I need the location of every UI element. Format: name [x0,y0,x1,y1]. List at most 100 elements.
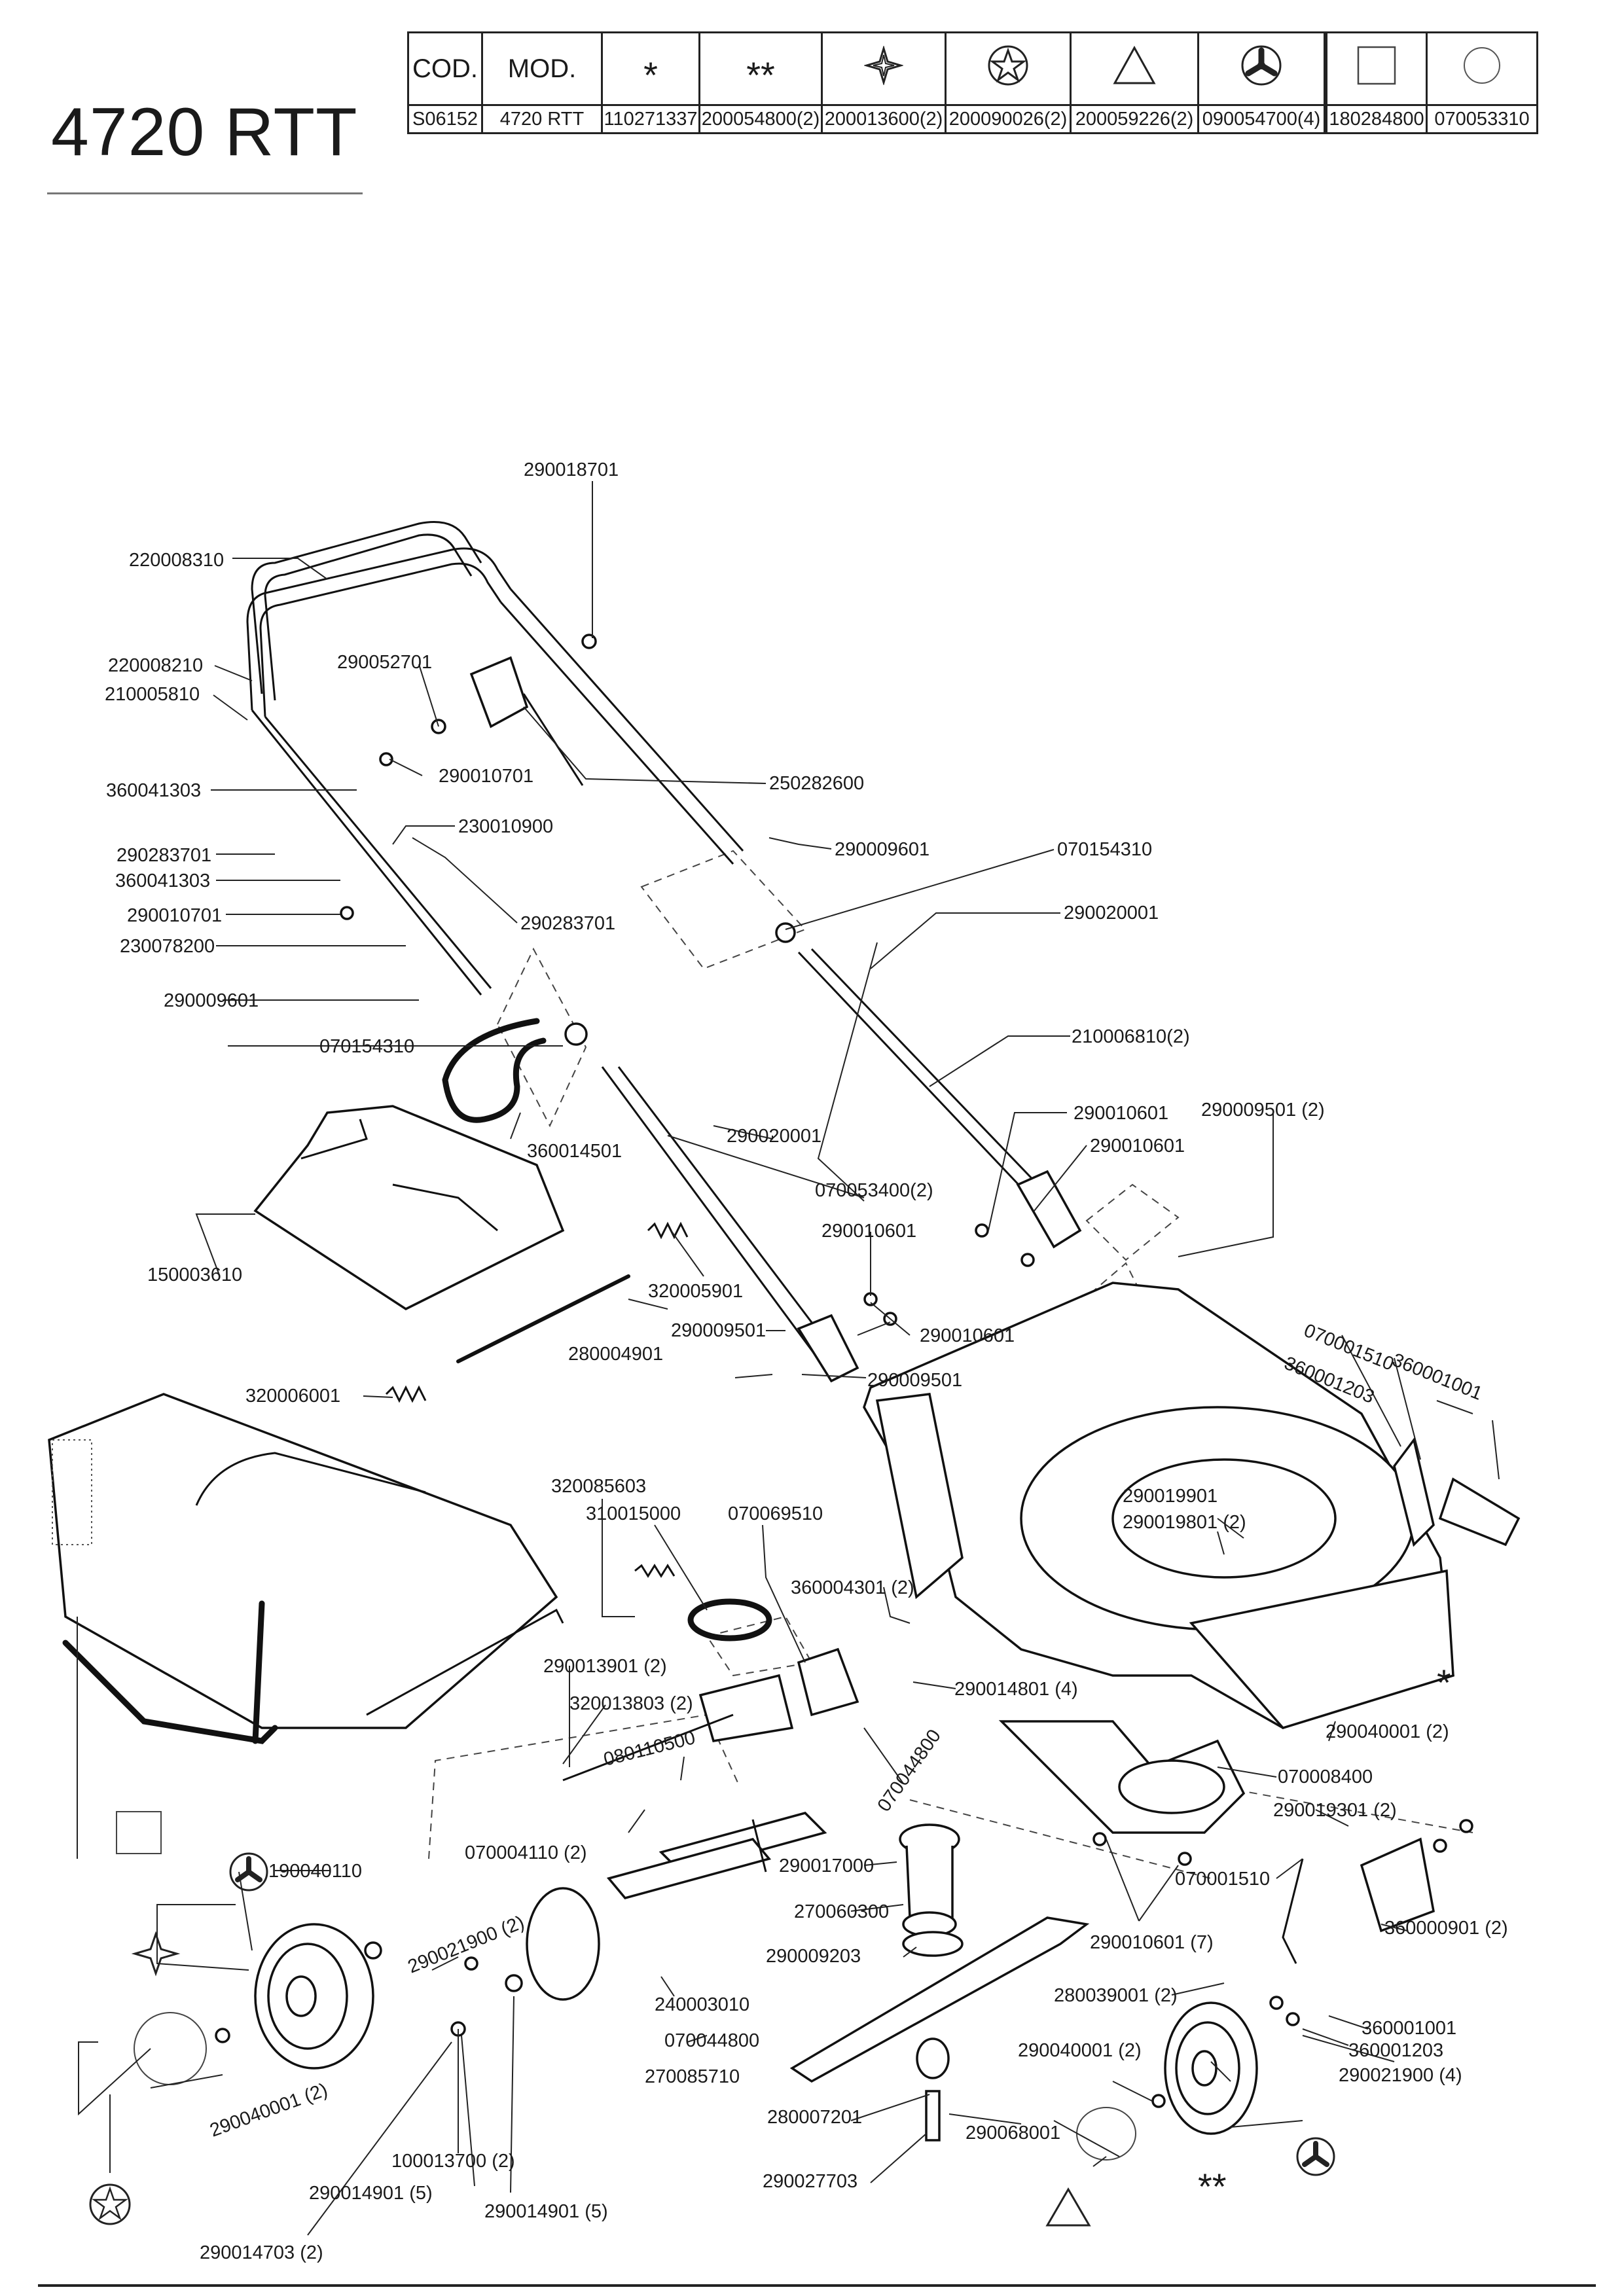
control-cable [442,1018,547,1123]
double-asterisk-callout: ** [1198,2166,1227,2207]
part-label: 290010601 [1074,1103,1168,1124]
part-label: 290009203 [766,1946,861,1967]
part-label: 290014801 (4) [954,1679,1078,1700]
part-label: 270060300 [794,1901,889,1922]
part-label: 290027703 [763,2171,857,2192]
lower-handle-right [797,948,1082,1249]
part-label: 070004110 (2) [465,1842,587,1863]
part-label: 290010601 [920,1325,1015,1346]
part-label: 210006810(2) [1072,1026,1190,1047]
part-label: 070069510 [728,1503,823,1524]
blade-bolt [925,2090,941,2142]
throttle-control [469,656,584,786]
part-label: 070044800 [874,1726,945,1816]
part-label: 290014901 (5) [309,2183,433,2204]
title-divider [47,192,363,194]
right-handle-tube [499,588,744,865]
left-handle-tube [251,709,492,996]
rear-wheel-cover [526,1887,600,2001]
front-hubcap [1076,2107,1136,2161]
code-table-value-row: S06152 4720 RTT 110271337 200054800(2) 2… [407,104,1538,134]
part-label: 290052701 [337,652,432,673]
value-star-circle: 200090026(2) [945,104,1072,134]
part-label: 210005810 [105,684,200,705]
star-in-circle-callout-icon [89,2183,131,2225]
value-square: 180284800 [1324,104,1428,134]
square-icon [1324,31,1428,106]
drive-belt [687,1598,772,1641]
transmission-gearbox [562,1647,859,1782]
part-label: 070154310 [1057,839,1152,860]
part-label: 220008210 [108,655,203,676]
part-label: 290009601 [164,990,259,1011]
part-label: 290068001 [965,2123,1060,2144]
cutting-blade [789,1916,1090,2083]
value-four-point-star: 200013600(2) [821,104,947,134]
part-label: 100013700 (2) [391,2151,515,2172]
part-label: 070053400(2) [815,1180,933,1201]
height-adjuster-front [1282,1837,1435,1964]
model-title: 4720 RTT [51,94,358,170]
part-label: 280004901 [568,1344,663,1365]
triangle-icon [1070,31,1199,106]
part-label: 290010701 [439,766,533,787]
part-label: 290009501 (2) [1201,1100,1325,1121]
four-point-star-callout-icon [131,1931,181,1977]
part-label: 320006001 [245,1386,340,1407]
part-label: 310015000 [586,1503,681,1524]
part-label: 290009601 [835,839,929,860]
part-label: 290014901 (5) [484,2201,608,2222]
part-label: 240003010 [655,1994,749,2015]
wheel-hub-icon [1197,31,1327,106]
part-label: 360000901 (2) [1384,1918,1508,1939]
part-label: 150003610 [147,1265,242,1285]
value-circle: 070053310 [1426,104,1538,134]
part-label: 360004301 (2) [791,1577,914,1598]
part-label: 230010900 [458,816,553,837]
mower-deck [863,1282,1454,1730]
spring-320006001 [385,1385,427,1403]
value-asterisk: 110271337 [601,104,700,134]
drive-housing [998,1720,1246,1834]
part-label: 270085710 [645,2066,740,2087]
part-label: 290010701 [127,905,222,926]
asterisk-icon: * [601,31,700,106]
part-label: 280039001 (2) [1054,1985,1178,2006]
part-label: 290019801 (2) [1123,1512,1246,1533]
value-double-asterisk: 200054800(2) [698,104,823,134]
part-label: 280007201 [767,2107,862,2128]
part-label: 360014501 [527,1141,622,1162]
four-point-star-icon [821,31,947,106]
part-label: 250282600 [769,773,864,794]
part-label: 290040001 (2) [207,2079,330,2142]
parts-code-table: COD. MOD. * ** S06152 4720 RTT 110271337… [407,31,1538,134]
part-label: 360001203 [1348,2040,1443,2061]
header-cod: COD. [407,31,483,106]
value-mod: 4720 RTT [481,104,603,134]
part-label: 290013901 (2) [543,1656,667,1677]
triangle-callout-icon [1045,2187,1091,2227]
height-adjuster-rear [1393,1437,1521,1547]
value-cod: S06152 [407,104,483,134]
wheel-hub-callout-icon-front [1296,2137,1335,2176]
part-label: 190040110 [268,1861,362,1882]
part-label: 290010601 [1090,1136,1185,1157]
part-label: 320005901 [648,1281,743,1302]
part-label: 290009501 [867,1370,962,1391]
rear-wheel [254,1923,374,2070]
star-in-circle-icon [945,31,1072,106]
part-label: 290021900 (4) [1339,2065,1462,2086]
part-label: 290040001 (2) [1018,2040,1142,2061]
value-triangle: 200059226(2) [1070,104,1199,134]
part-label: 290283701 [117,845,211,866]
part-label: 070154310 [319,1036,414,1057]
leader-lines [77,481,1500,2236]
grass-catcher [48,1393,564,1744]
part-label: 290017000 [779,1856,874,1876]
blade-adapter [899,1823,964,1957]
part-label: 290283701 [520,913,615,934]
front-wheel [1164,2001,1258,2135]
header-mod: MOD. [481,31,603,106]
part-label: 070001510 [1175,1869,1270,1890]
